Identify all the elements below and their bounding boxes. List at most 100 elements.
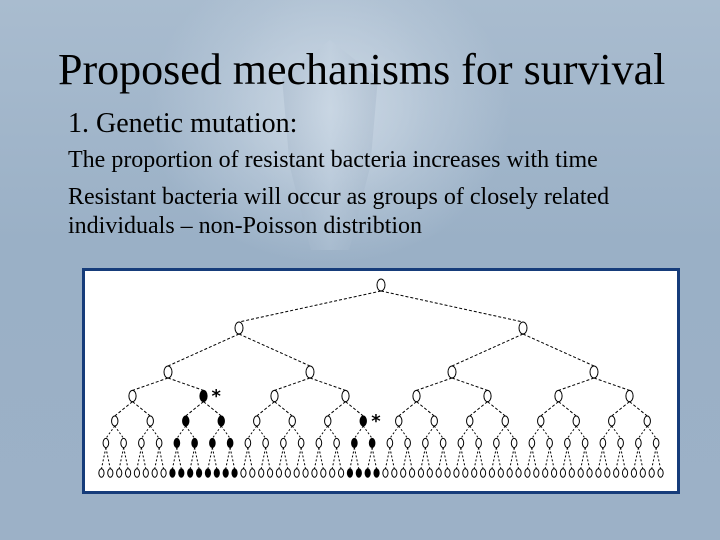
tree-edge <box>416 377 453 391</box>
tree-edge <box>247 425 258 439</box>
lineage-tree-diagram: ** <box>98 278 664 478</box>
tree-edge <box>238 333 311 367</box>
cell-node <box>234 321 244 335</box>
cell-node <box>617 437 624 449</box>
resistant-cell-node <box>217 415 225 427</box>
cell-node <box>426 468 433 478</box>
tree-edge <box>384 447 391 469</box>
tree-edge <box>167 333 240 367</box>
tree-edge <box>637 447 644 469</box>
tree-edge <box>469 425 480 439</box>
resistant-cell-node <box>226 437 234 449</box>
tree-edge <box>167 377 204 391</box>
resistant-cell-node <box>195 468 203 478</box>
cell-node <box>293 468 300 478</box>
tree-edge <box>260 447 267 469</box>
tree-edge <box>114 401 133 417</box>
tree-edge <box>478 447 484 469</box>
tree-edge <box>531 447 537 469</box>
tree-edge <box>549 447 555 469</box>
tree-edge <box>495 447 502 469</box>
tree-edge <box>171 447 178 469</box>
cell-node <box>599 437 607 449</box>
resistant-cell-node <box>222 468 229 478</box>
tree-edge <box>353 447 360 469</box>
slide-subtitle: 1. Genetic mutation: <box>68 108 298 139</box>
tree-edge <box>633 447 639 469</box>
cell-node <box>435 468 442 478</box>
tree-edge <box>473 447 480 469</box>
tree-edge <box>336 447 342 469</box>
cell-node <box>604 468 611 478</box>
resistant-cell-node <box>373 468 380 478</box>
tree-edge <box>154 447 160 469</box>
tree-edge <box>562 447 568 469</box>
cell-node <box>589 365 599 379</box>
tree-edge <box>504 425 515 439</box>
tree-edge <box>296 447 302 469</box>
tree-edge <box>469 401 488 417</box>
tree-edge <box>189 447 196 469</box>
tree-edge <box>451 377 488 391</box>
cell-node <box>382 468 389 478</box>
cell-node <box>288 415 296 427</box>
body-line-2: Resistant bacteria will occur as groups … <box>68 184 610 239</box>
tree-edge <box>629 401 648 417</box>
cell-node <box>643 415 651 427</box>
cell-node <box>586 468 593 478</box>
cell-node <box>386 437 394 449</box>
tree-edge <box>540 401 559 417</box>
cell-node <box>404 437 411 449</box>
tree-edge <box>176 425 187 439</box>
tree-edge <box>651 447 657 469</box>
resistant-cell-node <box>173 437 181 449</box>
cell-node <box>554 389 563 403</box>
cell-node <box>249 468 256 478</box>
tree-edge <box>194 447 200 469</box>
tree-edge <box>362 425 373 439</box>
tree-edge <box>105 425 116 439</box>
tree-edge <box>513 447 520 469</box>
cell-node <box>613 468 620 478</box>
cell-node <box>305 365 315 379</box>
tree-edge <box>136 447 142 469</box>
tree-edge <box>442 447 449 469</box>
cell-node <box>155 437 163 449</box>
cell-node <box>138 437 145 449</box>
tree-edge <box>611 425 622 439</box>
mutation-marker: * <box>212 386 222 407</box>
cell-node <box>595 468 602 478</box>
resistant-cell-node <box>346 468 354 478</box>
cell-node <box>160 468 167 478</box>
tree-edge <box>158 447 165 469</box>
mutation-marker: * <box>371 411 381 432</box>
tree-edge <box>114 425 125 439</box>
cell-node <box>546 437 553 449</box>
cell-node <box>244 437 252 449</box>
cell-node <box>395 415 403 427</box>
tree-edge <box>398 401 417 417</box>
cell-node <box>422 437 429 449</box>
cell-node <box>475 437 482 449</box>
tree-edge <box>331 447 338 469</box>
tree-edge <box>371 447 378 469</box>
cell-node <box>124 468 132 478</box>
resistant-cell-node <box>191 437 198 449</box>
tree-edge <box>438 447 444 469</box>
cell-node <box>497 468 504 478</box>
cell-node <box>142 468 149 478</box>
tree-edge <box>118 447 125 469</box>
tree-edge <box>220 425 231 439</box>
cell-node <box>297 437 305 449</box>
tree-edge <box>367 447 373 469</box>
cell-node <box>515 468 522 478</box>
cell-node <box>625 389 634 403</box>
cell-node <box>550 468 558 478</box>
cell-node <box>262 437 269 449</box>
cell-node <box>466 415 474 427</box>
tree-edge <box>460 425 471 439</box>
tree-edge <box>509 447 515 469</box>
tree-edge <box>327 401 346 417</box>
tree-edge <box>491 447 497 469</box>
tree-edge <box>380 290 524 323</box>
